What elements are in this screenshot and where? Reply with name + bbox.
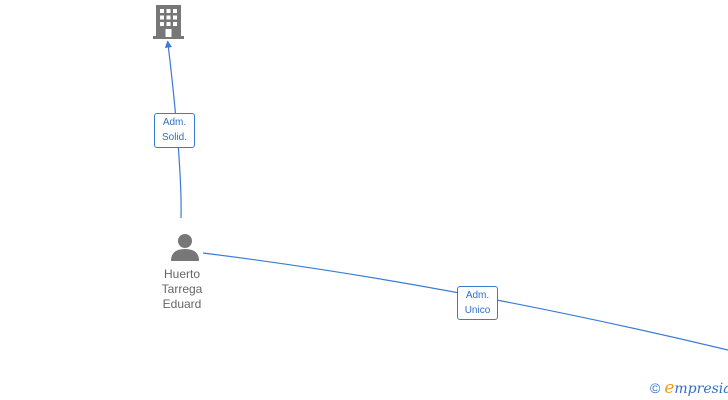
edge-label-line1: Adm. <box>465 290 490 301</box>
watermark: © empresia <box>650 378 728 398</box>
edge-label-line2: Solid. <box>161 132 187 143</box>
brand-name: mpresia <box>674 381 728 397</box>
brand-initial: e <box>664 378 675 398</box>
edge-label-line2: Unico <box>464 305 491 316</box>
person-node[interactable] <box>170 232 200 262</box>
company-node[interactable] <box>152 4 185 40</box>
person-name-line2: Tarrega <box>161 282 203 296</box>
edge-label-adm-unico[interactable]: Adm. Unico <box>457 286 498 320</box>
person-name[interactable]: Huerto Tarrega Eduard <box>142 267 222 312</box>
building-icon <box>153 5 184 39</box>
brand-logo: empresia <box>664 378 728 398</box>
copyright-icon: © <box>650 380 661 396</box>
edge-label-line1: Adm. <box>162 117 187 128</box>
person-icon <box>171 234 199 261</box>
edge-label-adm-solid[interactable]: Adm. Solid. <box>154 113 195 148</box>
person-name-line3: Eduard <box>162 297 202 311</box>
person-name-line1: Huerto <box>163 267 201 281</box>
